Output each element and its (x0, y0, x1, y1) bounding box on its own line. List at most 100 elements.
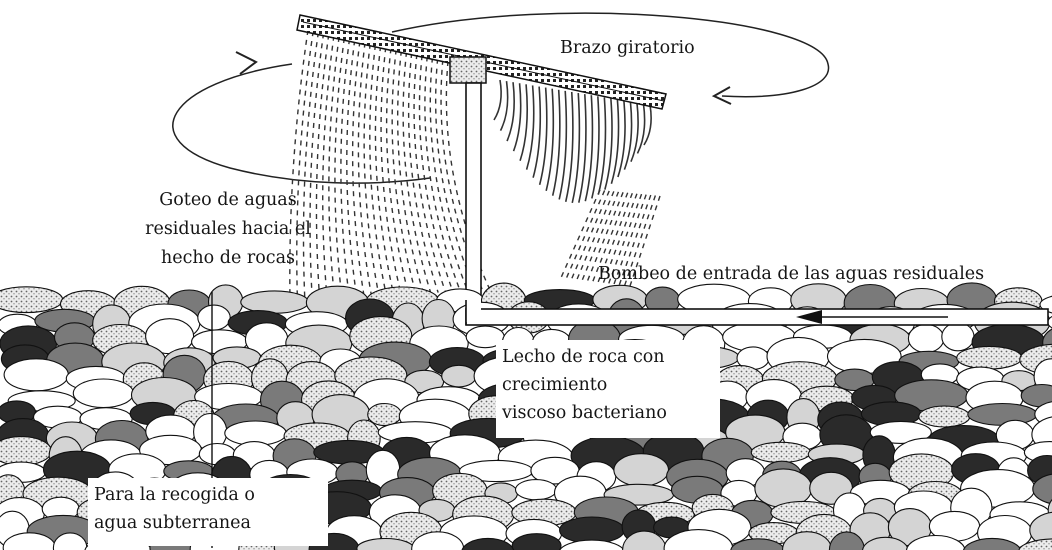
rock (963, 537, 1022, 550)
flow-arrowhead (796, 310, 822, 324)
spray-streak (407, 52, 439, 293)
rotation-arrowhead-left (235, 51, 258, 75)
spray-streak (357, 42, 373, 297)
rock (828, 531, 865, 550)
spray-line (617, 100, 626, 178)
spray-streak (369, 44, 387, 296)
spray-line (525, 85, 535, 170)
spray-streak (328, 36, 340, 298)
label-rock-bed-line-1: Lecho de roca con (502, 347, 665, 367)
label-collection-line-1: Para la recogida o (94, 485, 255, 505)
rock (559, 539, 625, 550)
label-drip: Goteo de aguas residuales hacia el hecho… (138, 186, 318, 273)
spray-line (604, 98, 613, 190)
rock (907, 323, 945, 354)
wastewater-spray-streaks (289, 29, 661, 301)
spray-line (564, 91, 574, 202)
spray-streak (296, 31, 314, 300)
spray-streak (380, 47, 402, 295)
rock (905, 534, 966, 550)
spray-streak (363, 43, 380, 296)
rock (461, 537, 515, 550)
spray-streak (385, 48, 410, 295)
spray-streak (591, 192, 629, 284)
spray-line (571, 92, 581, 204)
rock (441, 364, 477, 388)
rock (730, 538, 785, 550)
rotation-arrowhead-right (711, 86, 732, 105)
spray-streak (559, 189, 601, 281)
spray-line (623, 101, 633, 170)
rotating-arm (296, 14, 667, 110)
spray-line (538, 87, 548, 185)
spray-streak (397, 50, 425, 294)
rock (861, 536, 909, 550)
rock (514, 479, 558, 501)
label-rock-bed-line-3: viscoso bacteriano (502, 403, 667, 423)
rock (1032, 473, 1052, 505)
spray-streak (391, 49, 417, 294)
spray-streak (374, 45, 395, 295)
spray-streak (570, 190, 610, 282)
rock (0, 286, 64, 314)
rock (511, 533, 562, 550)
rock (1018, 538, 1052, 550)
rock (559, 516, 625, 544)
rock (367, 402, 402, 427)
spray-line (610, 99, 620, 184)
spray-streak (302, 32, 320, 300)
spray-line (636, 103, 646, 154)
arm-hub (449, 56, 487, 84)
label-drip-line-3: hecho de rocas (160, 248, 296, 268)
rotation-path-left (172, 63, 431, 184)
spray-line (506, 82, 515, 142)
spray-streak (575, 191, 615, 282)
spray-line (591, 96, 600, 199)
spray-streak (322, 35, 335, 299)
spray-streak (346, 40, 358, 297)
spray-streak (340, 39, 351, 298)
label-collection: Para la recogida o agua subterranea (88, 478, 328, 546)
riser-pipe (465, 82, 482, 320)
rock (967, 402, 1038, 426)
spray-line (643, 104, 652, 146)
rotation-path-top (391, 12, 830, 98)
rock (0, 436, 52, 466)
spray-line (499, 80, 509, 131)
spray-line (519, 84, 528, 161)
spray-streak (351, 41, 365, 297)
spray-streak (334, 37, 345, 298)
spray-line (630, 102, 639, 163)
inlet-pipe (465, 300, 1049, 326)
label-pump-inlet: Bombeo de entrada de las aguas residuale… (598, 264, 985, 284)
rock (613, 453, 670, 487)
label-rotating-arm: Brazo giratorio (560, 38, 695, 58)
rock (750, 441, 811, 464)
rotation-arrows (172, 12, 830, 184)
rock (197, 304, 231, 331)
spray-line (532, 86, 542, 178)
spray-line (558, 90, 568, 200)
spray-streak (586, 192, 624, 283)
spray-streak (402, 51, 432, 294)
spray-line (578, 94, 587, 203)
rock (72, 378, 135, 409)
spray-line (493, 79, 502, 121)
rock (956, 345, 1023, 370)
rock (3, 358, 69, 392)
spray-streak (597, 192, 633, 284)
label-rock-bed-line-2: crecimiento (502, 375, 608, 395)
spray-streak (413, 54, 447, 293)
spray-streak (564, 190, 606, 281)
label-collection-line-2: agua subterranea (94, 513, 251, 533)
spray-streak (309, 33, 325, 299)
label-drip-line-1: Goteo de aguas (159, 190, 297, 210)
spray-streak (315, 34, 330, 299)
wastewater-spray-lines (493, 79, 652, 204)
label-rock-bed: Lecho de roca con crecimiento viscoso ba… (496, 340, 720, 438)
spray-line (512, 83, 522, 152)
spray-streak (580, 191, 620, 283)
spray-streak (602, 193, 638, 284)
rock (941, 322, 975, 352)
